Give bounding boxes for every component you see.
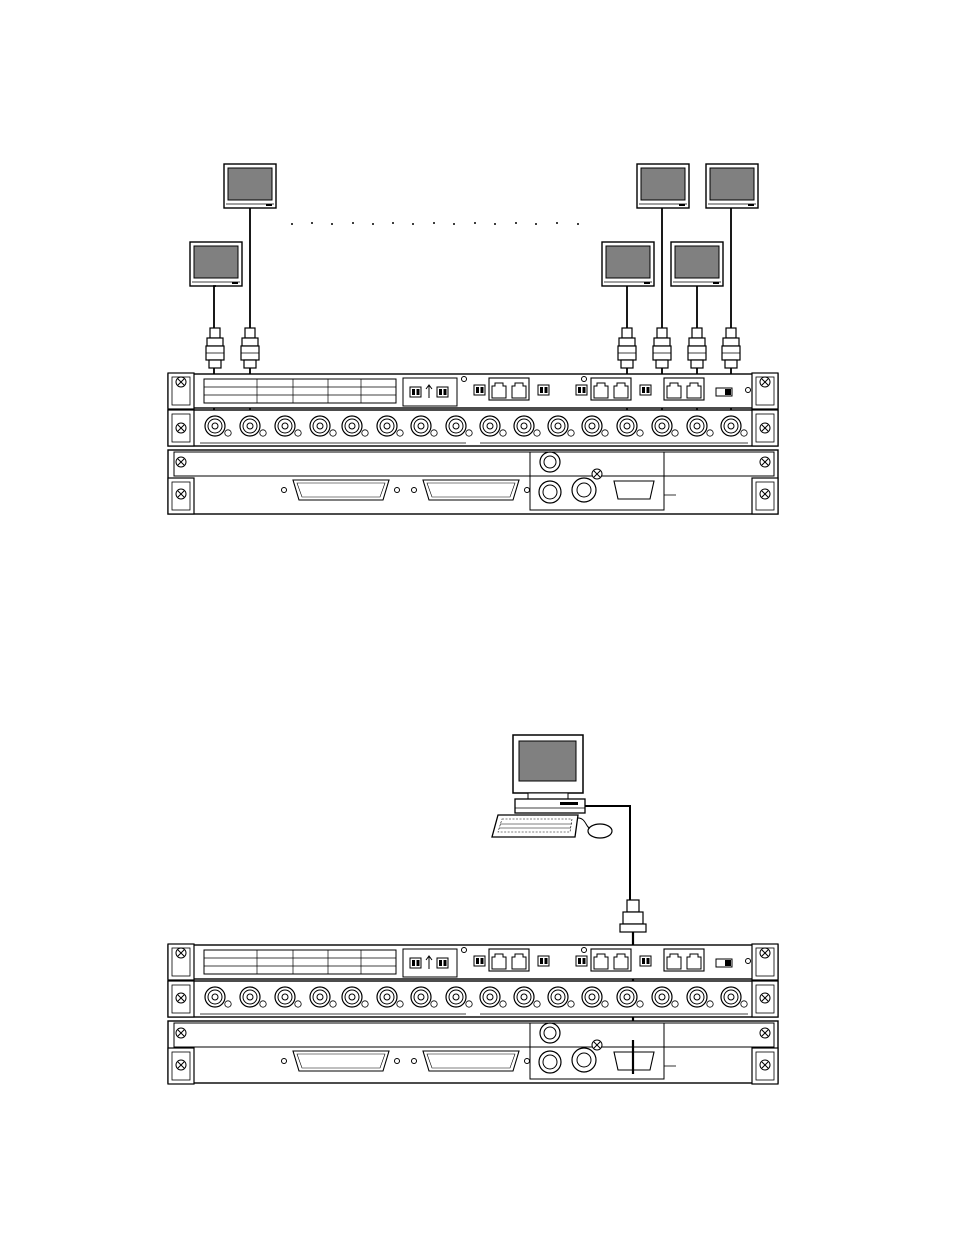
bnc-connectors (206, 328, 740, 368)
pc-monitor (513, 735, 583, 799)
rack-unit-dsub (168, 450, 778, 514)
pc-base-unit (515, 799, 585, 813)
ellipsis-dots (291, 222, 579, 225)
rack-unit-bnc-2 (168, 981, 778, 1017)
keyboard (492, 815, 578, 837)
rack-unit-bnc (168, 410, 778, 446)
monitor-connection-figure (168, 164, 778, 514)
monitor-4 (706, 164, 758, 208)
monitor-6 (671, 242, 723, 286)
rack-unit-top (168, 373, 778, 409)
monitor-1 (224, 164, 276, 208)
monitor-5 (602, 242, 654, 286)
monitor-3 (637, 164, 689, 208)
monitor-2 (190, 242, 242, 286)
pc-connection-figure (168, 735, 778, 1084)
rack-unit-dsub-2 (168, 1021, 778, 1084)
mouse (578, 818, 612, 838)
serial-connector (620, 900, 646, 932)
rack-unit-top-2 (168, 944, 778, 980)
